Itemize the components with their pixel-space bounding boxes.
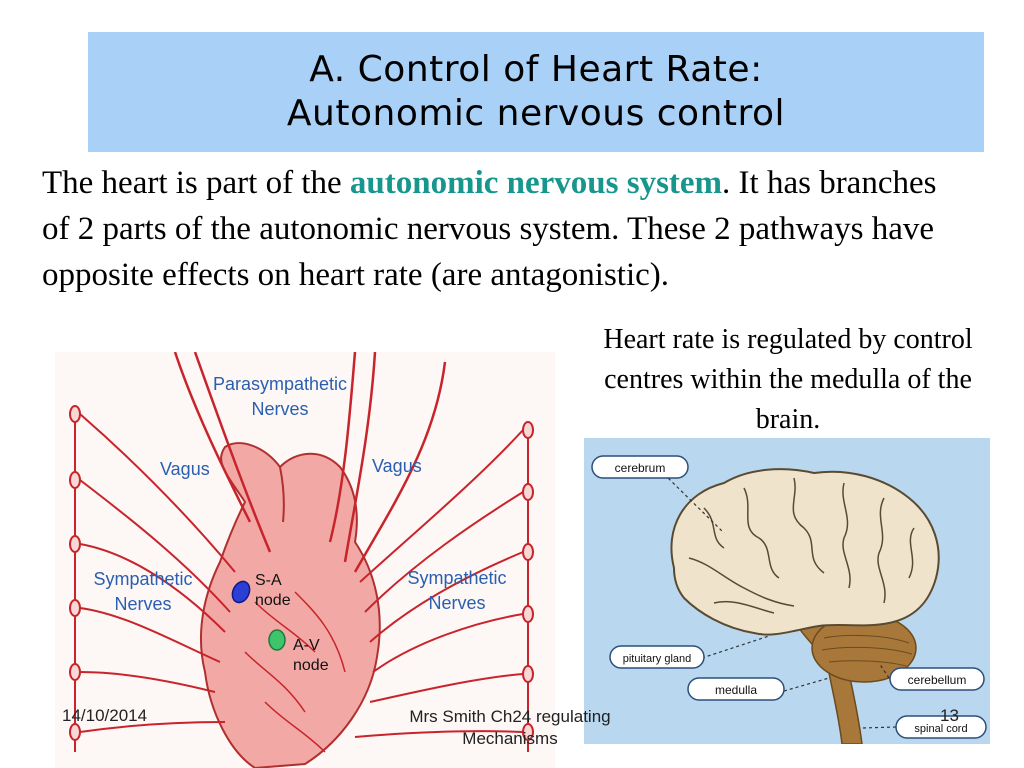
- footer-center-line-1: Mrs Smith Ch24 regulating: [409, 707, 611, 726]
- label-sa-node: S-A: [255, 572, 282, 589]
- label-parasympathetic-nerves: Nerves: [251, 399, 308, 419]
- side-note: Heart rate is regulated by control centr…: [603, 324, 973, 435]
- left-ganglion-chain: [69, 405, 81, 752]
- label-sa-node-2: node: [255, 592, 291, 609]
- cerebrum-shape: [670, 468, 940, 636]
- label-cerebellum-pill: cerebellum: [889, 667, 985, 691]
- label-pituitary-pill: pituitary gland: [609, 645, 705, 669]
- footer-center: Mrs Smith Ch24 regulating Mechanisms: [390, 706, 630, 750]
- right-sympathetic-nerves: [354, 429, 524, 738]
- body-text-start: The heart is part of the: [42, 165, 350, 201]
- footer-date: 14/10/2014: [62, 706, 148, 725]
- left-sympathetic-nerves: [79, 413, 236, 733]
- label-av-node-2: node: [293, 657, 329, 674]
- label-pituitary: pituitary gland: [623, 653, 692, 665]
- label-sympathetic-right: Sympathetic: [407, 568, 506, 588]
- footer-center-line-2: Mechanisms: [462, 729, 558, 748]
- sa-node-icon: [231, 580, 251, 604]
- right-ganglion-chain: [522, 421, 534, 752]
- cerebrum-folds: [688, 477, 915, 614]
- label-medulla: medulla: [715, 683, 757, 697]
- body-highlight: autonomic nervous system: [349, 165, 723, 201]
- cardiac-nerve-branches: [244, 591, 346, 753]
- heart-nerves-diagram: Parasympathetic Nerves Vagus Vagus Sympa…: [55, 352, 555, 768]
- label-cerebrum-pill: cerebrum: [591, 455, 689, 479]
- page-number: 13: [940, 706, 959, 725]
- label-cerebellum: cerebellum: [908, 673, 967, 687]
- label-sympathetic-right-nerves: Nerves: [428, 593, 485, 613]
- label-parasympathetic: Parasympathetic: [213, 374, 347, 394]
- label-vagus-right: Vagus: [372, 456, 422, 476]
- title-banner: A. Control of Heart Rate: Autonomic nerv…: [88, 32, 984, 152]
- label-av-node: A-V: [293, 637, 320, 654]
- label-vagus-left: Vagus: [160, 459, 210, 479]
- label-spinal-cord: spinal cord: [914, 723, 967, 735]
- label-sympathetic-left: Sympathetic: [93, 569, 192, 589]
- body-paragraph: The heart is part of the autonomic nervo…: [42, 160, 972, 298]
- body-text-end: . It has branches of 2 parts of the auto…: [42, 165, 937, 293]
- brain-diagram: cerebrum pituitary gland medulla cerebel…: [584, 438, 990, 744]
- av-node-icon: [268, 629, 286, 651]
- title-line-2: Autonomic nervous control: [286, 93, 786, 134]
- title-line-1: A. Control of Heart Rate:: [309, 49, 763, 90]
- label-sympathetic-left-nerves: Nerves: [114, 594, 171, 614]
- label-medulla-pill: medulla: [687, 677, 785, 701]
- label-cerebrum: cerebrum: [615, 461, 666, 475]
- label-spinal-cord-pill: spinal cord: [895, 715, 987, 739]
- vagus-nerves: [173, 352, 447, 573]
